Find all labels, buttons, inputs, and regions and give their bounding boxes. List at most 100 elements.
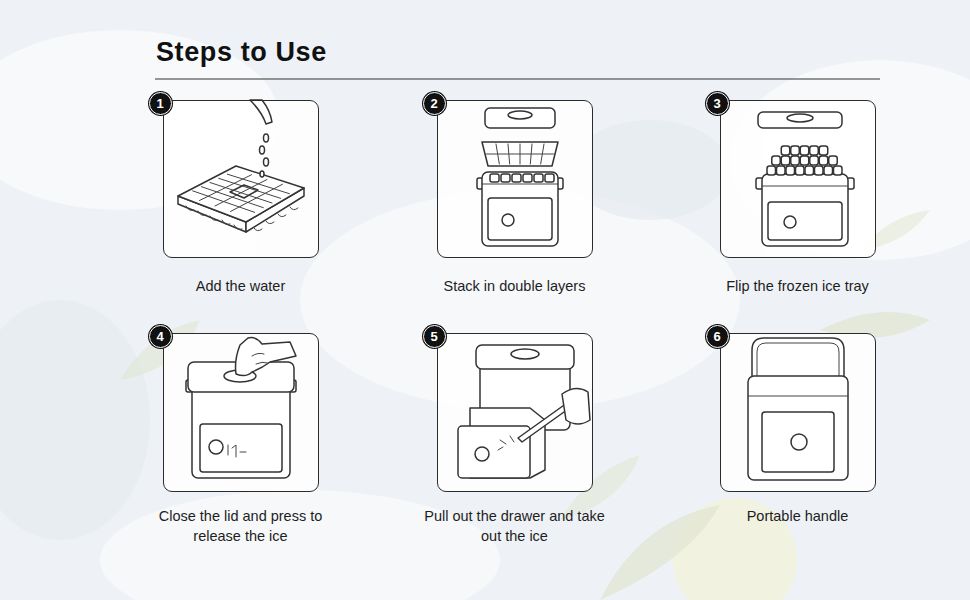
panel-fill-part [437, 333, 593, 492]
ice-tray-figure-part [250, 100, 272, 124]
tray-grid-part [215, 180, 267, 207]
flip-figure-part [768, 202, 842, 240]
tray-grid-part [200, 175, 252, 201]
step-number-badge: 3 [706, 92, 729, 115]
step-number-badge: 5 [423, 325, 446, 348]
callout-number: 1 [156, 97, 163, 110]
stack-figure-part [502, 214, 514, 226]
ice-tray-figure-part [186, 206, 298, 231]
handle-figure-part [748, 396, 848, 397]
tray-grid-part [545, 174, 554, 182]
drawer-figure-part [475, 447, 489, 461]
step-caption: Portable handle [703, 506, 893, 526]
callout-number: 5 [430, 330, 437, 343]
handle-figure [748, 338, 848, 480]
step-caption: Add the water [126, 276, 356, 296]
flip-figure-part [762, 174, 848, 246]
drawer-figure-part [562, 388, 590, 424]
stack-figure-part [482, 142, 558, 166]
background-part [100, 490, 500, 600]
tray-grid-part [815, 166, 824, 175]
step-panel: Add the water1 [163, 100, 319, 258]
ice-tray-figure-part [264, 158, 269, 166]
handle-figure-part [762, 412, 834, 472]
tray-grid-part [800, 156, 809, 165]
tray-grid-part [487, 154, 554, 155]
flip-figure-part [762, 186, 848, 187]
step-caption: Flip the frozen ice tray [683, 276, 913, 296]
tray-grid-part [512, 174, 521, 182]
flip-figure-part [787, 114, 813, 122]
callout-number: 3 [713, 97, 720, 110]
press-figure-part [252, 353, 268, 364]
stack-figure-part [485, 108, 555, 128]
panel-fill-part [163, 333, 319, 492]
step-panel: Flip the frozen ice tray3 [720, 100, 876, 258]
press-figure [186, 338, 296, 478]
tray-grid-part [501, 174, 510, 182]
callout-number: 4 [156, 330, 163, 343]
page-title: Steps to Use [156, 37, 327, 68]
step-caption: Close the lid and press to release the i… [146, 506, 336, 546]
panel-fill [163, 100, 876, 492]
tray-grid-part [781, 146, 790, 155]
tray-grid-part [490, 174, 499, 182]
tray-grid-part [786, 166, 795, 175]
stack-figure-part [488, 198, 552, 240]
step-panel: Close the lid and press to release the i… [163, 333, 319, 492]
step-number-badge: 6 [706, 325, 729, 348]
tray-grid-part [772, 156, 781, 165]
step-number-badge: 4 [149, 325, 172, 348]
tray-grid-part [819, 146, 828, 155]
ice-tray-figure [178, 100, 304, 232]
background-part [600, 505, 720, 600]
tray-grid-part [834, 166, 843, 175]
tray-grid-part [819, 156, 828, 165]
ice-tray-figure-part [178, 166, 304, 222]
step-panel: Pull out the drawer and take out the ice… [437, 333, 593, 492]
background-part [0, 300, 150, 540]
title-rule [155, 78, 880, 79]
tray-grid-part [781, 156, 790, 165]
panel-fill-part [163, 100, 319, 258]
drawer-figure-part [511, 349, 539, 359]
press-figure-part [209, 440, 223, 454]
tray-grid-part [767, 166, 776, 175]
flip-figure [756, 112, 854, 246]
tray-grid-part [810, 146, 819, 155]
tray-grid-part [829, 156, 838, 165]
step-number-badge: 1 [149, 92, 172, 115]
tray-grid-part [810, 156, 819, 165]
step-caption: Stack in double layers [400, 276, 630, 296]
tray-grid-part [791, 156, 800, 165]
tray-grid-part [791, 146, 800, 155]
panel-fill-part [437, 100, 593, 258]
ice-tray-figure-part [264, 134, 269, 142]
stack-figure-part [508, 111, 532, 119]
tray-grid-part [800, 146, 809, 155]
tray-grid-part [523, 174, 532, 182]
step-panel: Stack in double layers2 [437, 100, 593, 258]
step-caption: Pull out the drawer and take out the ice [420, 506, 610, 546]
press-figure-part [236, 338, 297, 376]
handle-figure-part [791, 434, 807, 450]
stack-figure-part [482, 172, 558, 246]
background-part [570, 120, 730, 220]
press-figure-part [228, 445, 246, 457]
tray-grid-part [231, 184, 283, 211]
press-figure-part [200, 424, 282, 472]
flip-figure-part [758, 112, 842, 128]
press-figure-part [192, 378, 290, 478]
panel-fill-part [720, 333, 876, 492]
callout-number: 2 [430, 97, 437, 110]
stack-figure [477, 108, 563, 246]
drawer-figure-part [476, 345, 574, 369]
flip-figure-part [784, 216, 796, 228]
panel-fill-part [720, 100, 876, 258]
tray-grid-part [805, 166, 814, 175]
tray-grid-part [534, 174, 543, 182]
drawer-figure-part [458, 426, 530, 478]
tray-grid [193, 144, 842, 212]
